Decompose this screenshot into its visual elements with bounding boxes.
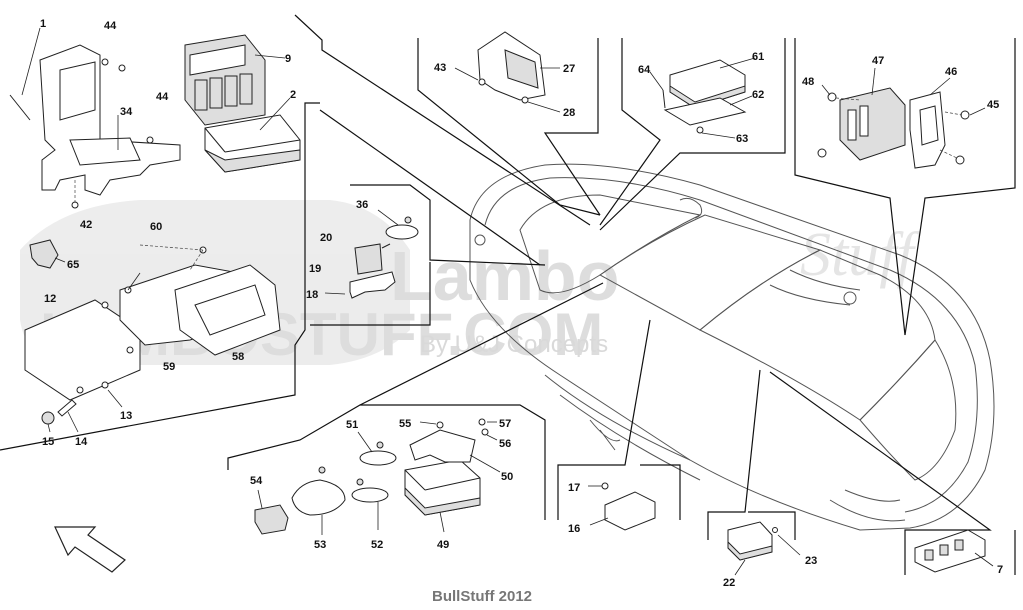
- arrow-icon: [54, 526, 126, 573]
- callout-36: 36: [356, 199, 368, 211]
- callout-50: 50: [501, 471, 513, 483]
- callout-19: 19: [309, 263, 321, 275]
- callout-44-top: 44: [104, 20, 117, 32]
- callout-20: 20: [320, 232, 332, 244]
- callout-2: 2: [290, 89, 296, 101]
- callout-17: 17: [568, 482, 580, 494]
- car-outline: [469, 163, 995, 531]
- callout-58: 58: [232, 351, 244, 363]
- part-module-2: [204, 97, 301, 173]
- boundary-lines: [0, 14, 1016, 575]
- part-ecu-9: [184, 34, 286, 126]
- part-group-43-27-28: [454, 31, 561, 113]
- watermark-script: Stuff: [800, 221, 921, 289]
- callout-53: 53: [314, 539, 326, 551]
- part-fasteners-15-14-13: [41, 389, 123, 433]
- callout-43: 43: [434, 62, 446, 74]
- callout-47: 47: [872, 55, 884, 67]
- callout-60: 60: [150, 221, 162, 233]
- footer-credit: BullStuff 2012: [432, 588, 532, 605]
- watermark-line1: Lambo: [390, 237, 619, 315]
- callout-28: 28: [563, 107, 575, 119]
- callout-48: 48: [802, 76, 814, 88]
- callout-12: 12: [44, 293, 56, 305]
- part-group-17-16: [588, 482, 656, 531]
- callout-labels: 1 44 34 44 42 9 2 43 27 28 64 61 62 63 4…: [40, 18, 1003, 589]
- callout-34: 34: [120, 106, 133, 118]
- callout-18: 18: [306, 289, 318, 301]
- part-group-36-20-19-18: [324, 209, 419, 299]
- callout-44-mid: 44: [156, 91, 169, 103]
- callout-42: 42: [80, 219, 92, 231]
- part-group-22-23: [727, 521, 801, 576]
- callout-49: 49: [437, 539, 449, 551]
- callout-1: 1: [40, 18, 46, 30]
- part-plates-12-59-58: [24, 244, 281, 401]
- part-clip-65: [29, 239, 66, 269]
- callout-45: 45: [987, 99, 999, 111]
- part-bracket-34: [39, 44, 181, 209]
- callout-51: 51: [346, 419, 358, 431]
- part-module-7: [914, 529, 994, 573]
- callout-56: 56: [499, 438, 511, 450]
- callout-27: 27: [563, 63, 575, 75]
- watermark-tagline: By U&J Concepts: [420, 331, 608, 358]
- callout-13: 13: [120, 410, 132, 422]
- callout-64: 64: [638, 64, 651, 76]
- callout-65: 65: [67, 259, 79, 271]
- callout-62: 62: [752, 89, 764, 101]
- callout-61: 61: [752, 51, 764, 63]
- callout-52: 52: [371, 539, 383, 551]
- part-group-bottom-center: [254, 418, 501, 535]
- callout-55: 55: [399, 418, 411, 430]
- callout-23: 23: [805, 555, 817, 567]
- callout-57: 57: [499, 418, 511, 430]
- part-group-64-61-62-63: [649, 57, 756, 139]
- callout-63: 63: [736, 133, 748, 145]
- callout-16: 16: [568, 523, 580, 535]
- callout-46: 46: [945, 66, 957, 78]
- callout-22: 22: [723, 577, 735, 589]
- callout-15: 15: [42, 436, 54, 448]
- callout-54: 54: [250, 475, 263, 487]
- callout-59: 59: [163, 361, 175, 373]
- callout-14: 14: [75, 436, 88, 448]
- part-group-48-47-46-45: [817, 67, 986, 169]
- part-bolt-1: [9, 27, 41, 121]
- callout-7: 7: [997, 564, 1003, 576]
- callout-9: 9: [285, 53, 291, 65]
